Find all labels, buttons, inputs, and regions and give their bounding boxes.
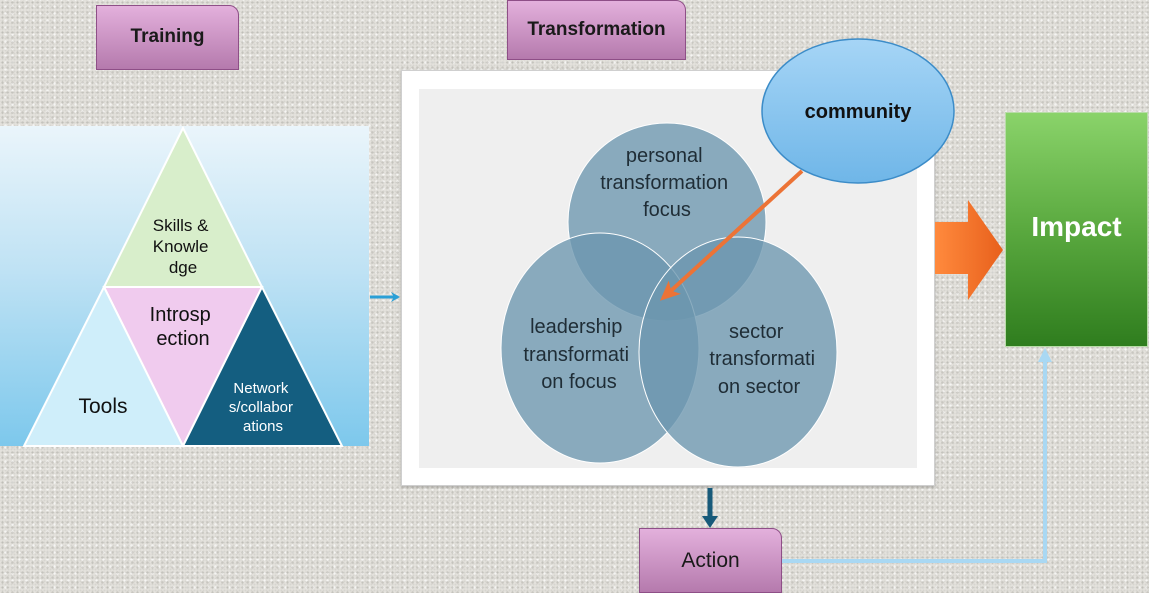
training-title: Training (130, 26, 205, 47)
training-label-tab: Training (96, 5, 239, 70)
triangle-networks (181, 284, 344, 447)
impact-label: Impact (1031, 211, 1122, 242)
up-arrowhead (1038, 348, 1052, 362)
training-pyramid: Skills & Knowle dge Introsp ection Tools… (22, 125, 344, 449)
tools-text: Tools (78, 395, 127, 418)
action-label-tab: Action (639, 528, 782, 593)
leadership-text: leadership transformati on focus (523, 316, 634, 393)
community-bubble: community (761, 38, 955, 184)
personal-text: personal transformation focus (600, 145, 733, 221)
community-text: community (805, 101, 913, 123)
transformation-label-tab: Transformation (507, 0, 686, 60)
action-to-impact-connector (782, 360, 1047, 563)
community-arrow (660, 169, 804, 301)
transformation-title: Transformation (527, 19, 666, 40)
down-arrowhead (702, 516, 718, 528)
networks-text: Network s/collabor ations (229, 380, 297, 435)
transformation-to-impact-arrow (935, 200, 1003, 300)
action-title: Action (681, 548, 740, 572)
skills-text: Skills & Knowle dge (153, 216, 214, 277)
venn-diagram: personal transformation focus leadership… (500, 122, 838, 468)
triangle-tools (22, 284, 185, 447)
sector-text: sector transformati on sector (709, 321, 820, 398)
introspection-text: Introsp ection (150, 304, 217, 350)
impact-box: Impact (1005, 112, 1148, 347)
circle-sector (638, 236, 838, 468)
